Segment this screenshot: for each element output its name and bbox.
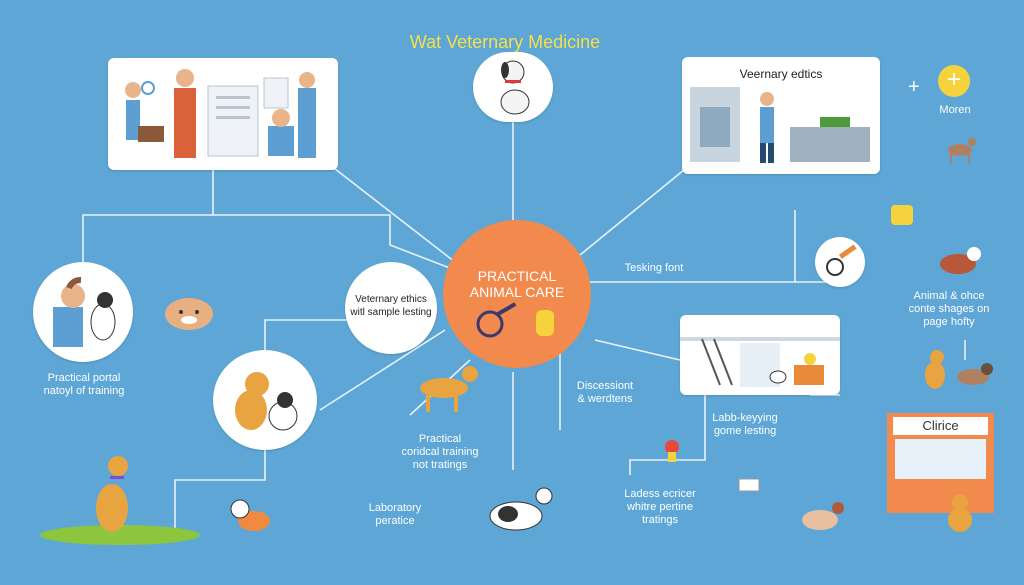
clinic-window: [895, 439, 986, 479]
center-title-line1: PRACTICAL: [477, 268, 557, 284]
training-room-card: [680, 315, 840, 395]
vet-cat-illustration: [53, 277, 116, 347]
ethics-card-title: Veernary edtics: [739, 67, 823, 81]
connector-line: [329, 164, 456, 263]
clinic-sign: Clirice: [893, 417, 988, 435]
dog-icon: [500, 60, 530, 115]
tesking-label: Tesking font: [624, 262, 684, 274]
grass-patch: [40, 525, 200, 545]
moren-label: Moren: [939, 104, 971, 116]
grooming-tools-icon: [476, 302, 554, 338]
puppy-icon: [230, 499, 270, 531]
training-room-illustration: [680, 337, 840, 387]
deer-icon: [948, 138, 976, 164]
running-dog-icon: [420, 366, 478, 412]
plus-icon: +: [908, 76, 920, 98]
cheese-icon: [891, 205, 913, 225]
ethics-circle-line2: witl sample lesting: [350, 307, 432, 318]
connector-line: [264, 319, 350, 360]
vet-with-cat-circle: [33, 262, 133, 362]
scalpel-icon: [826, 244, 857, 276]
connector-line: [579, 164, 691, 256]
add-button[interactable]: +: [938, 65, 970, 97]
sitting-dog-icon: [96, 456, 128, 532]
connector-line: [212, 170, 456, 271]
dog-icon: [940, 247, 981, 274]
ethics-lab-card: Veernary edtics: [682, 57, 880, 174]
spotted-dog-icon: [489, 487, 553, 531]
connector-line: [629, 395, 706, 475]
dog-avatar-circle: [473, 52, 553, 122]
discession-label: Discessiont& werdtens: [576, 380, 634, 405]
hamster-icon: [165, 298, 213, 330]
tool-circle[interactable]: [815, 237, 865, 287]
pig-dog-icon: [802, 502, 844, 530]
award-ribbon-icon: [665, 440, 679, 462]
center-hub: PRACTICAL ANIMAL CARE: [443, 220, 591, 368]
top-left-scene-card: [108, 58, 338, 170]
ethics-testing-circle: Veternary ethics witl sample lesting: [345, 262, 437, 354]
dogs-illustration: [925, 350, 993, 389]
clinic-staff-illustration: [125, 69, 316, 158]
clinic-booth: Clirice: [887, 413, 994, 513]
dog-and-cat-illustration: [235, 372, 298, 431]
dogs-circle: [213, 350, 317, 450]
connector-line: [594, 339, 681, 361]
page-title: Wat Veternary Medicine: [409, 32, 601, 52]
sitting-puppy-icon: [948, 494, 972, 532]
ethics-circle-line1: Veternary ethics: [355, 294, 427, 305]
center-title-line2: ANIMAL CARE: [469, 284, 565, 300]
connector-line: [82, 214, 213, 262]
card-icon: [738, 478, 760, 492]
laboratory-illustration: [690, 87, 870, 163]
connector-line: [319, 329, 446, 411]
